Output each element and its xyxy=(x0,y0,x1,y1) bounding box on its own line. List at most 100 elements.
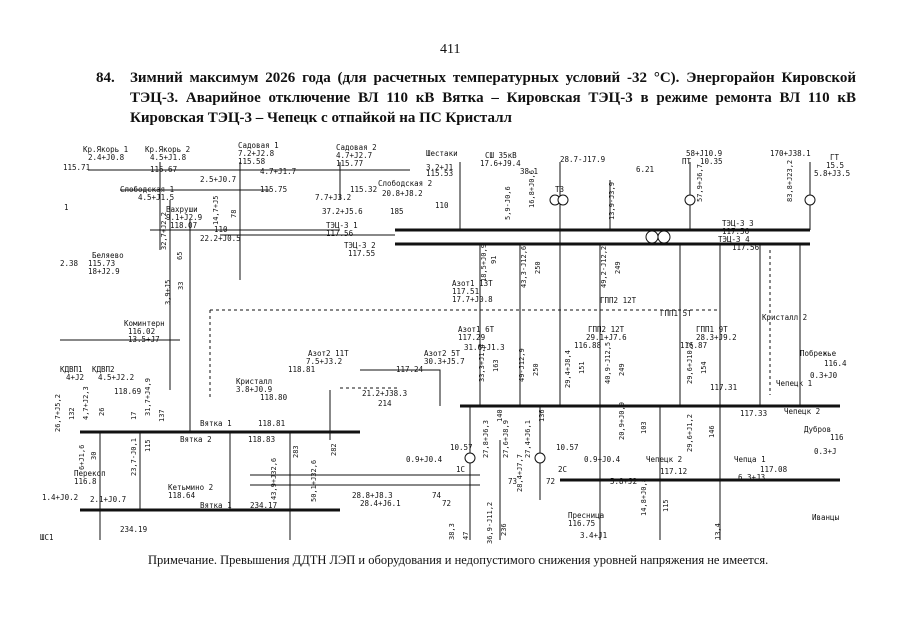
label: 6+J1,6 xyxy=(78,445,86,470)
label: 4.5+J1.5 xyxy=(138,193,174,202)
label: 4.5+J1.8 xyxy=(150,153,187,162)
label: 20,9+J0,9 xyxy=(618,402,626,440)
label: 3.4+J1 xyxy=(580,531,607,540)
label: ТЭЦ-3 4 xyxy=(718,235,750,244)
transformer-1c xyxy=(464,452,476,464)
label: 57,9+J6,7 xyxy=(696,164,704,202)
label: 1.4+J0.2 xyxy=(42,493,78,502)
label: 30 xyxy=(90,452,98,460)
label: 26 xyxy=(98,408,106,416)
label: 110 xyxy=(435,201,449,210)
label: 0.9+J0.4 xyxy=(406,455,443,464)
label: 40,9-J12,5 xyxy=(604,342,612,384)
label: 43,9+J32,6 xyxy=(270,458,278,500)
label: ГПП1 9Т xyxy=(696,325,728,334)
label: 58+J10.9 xyxy=(686,149,722,158)
label: 118.07 xyxy=(170,221,197,230)
label: 20.8+J8.2 xyxy=(382,189,423,198)
label: Иванцы xyxy=(812,513,840,522)
label: 83,8+J23,2 xyxy=(786,160,794,202)
label: Т3 xyxy=(555,185,564,194)
label: 2.4+J0.8 xyxy=(88,153,125,162)
label: Вятка 1 xyxy=(200,419,232,428)
transformer-2c xyxy=(534,452,546,464)
label: 249 xyxy=(614,261,622,274)
label: 4.7+J2.7 xyxy=(336,151,372,160)
grid-diagram: Кр.Якорь 1 2.4+J0.8 115.71 Кр.Якорь 2 4.… xyxy=(40,141,850,544)
label: 5.8+J2 xyxy=(610,477,637,486)
label: ГПП2 12Т xyxy=(588,325,625,334)
label: 31,7+J4,9 xyxy=(144,378,152,416)
label: 16,8+J0,6 xyxy=(528,170,536,208)
label: 103 xyxy=(640,421,648,434)
label: 115 xyxy=(144,439,152,452)
label: 137 xyxy=(158,409,166,422)
label: Беляево xyxy=(92,251,124,260)
label: 1С xyxy=(456,465,465,474)
label: 116.8 xyxy=(74,477,97,486)
label: 38.1 xyxy=(520,167,538,176)
label: ТЭЦ-3 1 xyxy=(326,221,358,230)
label: Перекоп xyxy=(74,469,106,478)
label: 28.3+J9.2 xyxy=(696,333,737,342)
label: 115.75 xyxy=(260,185,287,194)
label: 15.5 xyxy=(826,161,844,170)
label: 31.6+J1.3 xyxy=(464,343,505,352)
label: 115.73 xyxy=(88,259,115,268)
label: 28,4+J7,7 xyxy=(516,454,524,492)
label: Садовая 1 xyxy=(238,141,279,150)
label: 9.1+J2.9 xyxy=(166,213,202,222)
transformer-tets3-left xyxy=(645,230,659,244)
label: 4+J2 xyxy=(66,373,84,382)
label: Чепецк 1 xyxy=(776,379,812,388)
label: 49,2-J12,2 xyxy=(600,246,608,288)
label: Азот2 5Т xyxy=(424,349,461,358)
label: 6.3+J3 xyxy=(738,473,765,482)
label: 74 xyxy=(432,491,442,500)
transformer-gt xyxy=(804,194,816,206)
label: Шестаки xyxy=(426,149,458,158)
label: 234.17 xyxy=(250,501,277,510)
label: 116.4 xyxy=(824,359,847,368)
label: 117.29 xyxy=(458,333,485,342)
label: 117.24 xyxy=(396,365,424,374)
heading-number: 84. xyxy=(96,70,115,86)
label: 140 xyxy=(496,409,504,422)
label: Вахруши xyxy=(166,205,198,214)
label: 5,9-J0,6 xyxy=(504,186,512,220)
line-left xyxy=(60,189,395,432)
label: 27,6+J8,9 xyxy=(502,420,510,458)
label: 17.6+J9.4 xyxy=(480,159,521,168)
footnote: Примечание. Превышения ДДТН ЛЭП и оборуд… xyxy=(148,553,769,567)
line-dashed xyxy=(209,250,771,400)
label: 3,9+J5 xyxy=(164,280,172,305)
label: 32,7+J2,2 xyxy=(160,212,168,250)
label: 3.2+J1 xyxy=(426,163,453,172)
label: 30.3+J5.7 xyxy=(424,357,465,366)
label: Кристалл 2 xyxy=(762,313,807,322)
label: Пресница xyxy=(568,511,604,520)
label: 91 xyxy=(490,256,498,264)
label: 10.57 xyxy=(556,443,579,452)
label: 136 xyxy=(538,409,546,422)
label: 234.19 xyxy=(120,525,147,534)
label: 29.1+J7.6 xyxy=(586,333,627,342)
label: 118.69 xyxy=(114,387,141,396)
label: 49-J12,9 xyxy=(518,348,526,382)
label: 117.56 xyxy=(732,243,760,252)
label: Побрежье xyxy=(800,349,837,358)
label: 185 xyxy=(390,207,404,216)
label: 2.1+J0.7 xyxy=(90,495,126,504)
label: Вятка 2 xyxy=(180,435,212,444)
label: Дубров xyxy=(804,425,831,434)
label: 13,4 xyxy=(714,523,722,540)
label: 73 xyxy=(508,477,517,486)
label: Чепецк 2 xyxy=(646,455,682,464)
label: 115 xyxy=(662,499,670,512)
label: 28.8+J8.3 xyxy=(352,491,393,500)
label: Чепца 1 xyxy=(734,455,766,464)
label: 117.56 xyxy=(326,229,354,238)
label: Садовая 2 xyxy=(336,143,377,152)
label: Кр.Якорь 2 xyxy=(145,145,190,154)
label: 72 xyxy=(442,499,451,508)
